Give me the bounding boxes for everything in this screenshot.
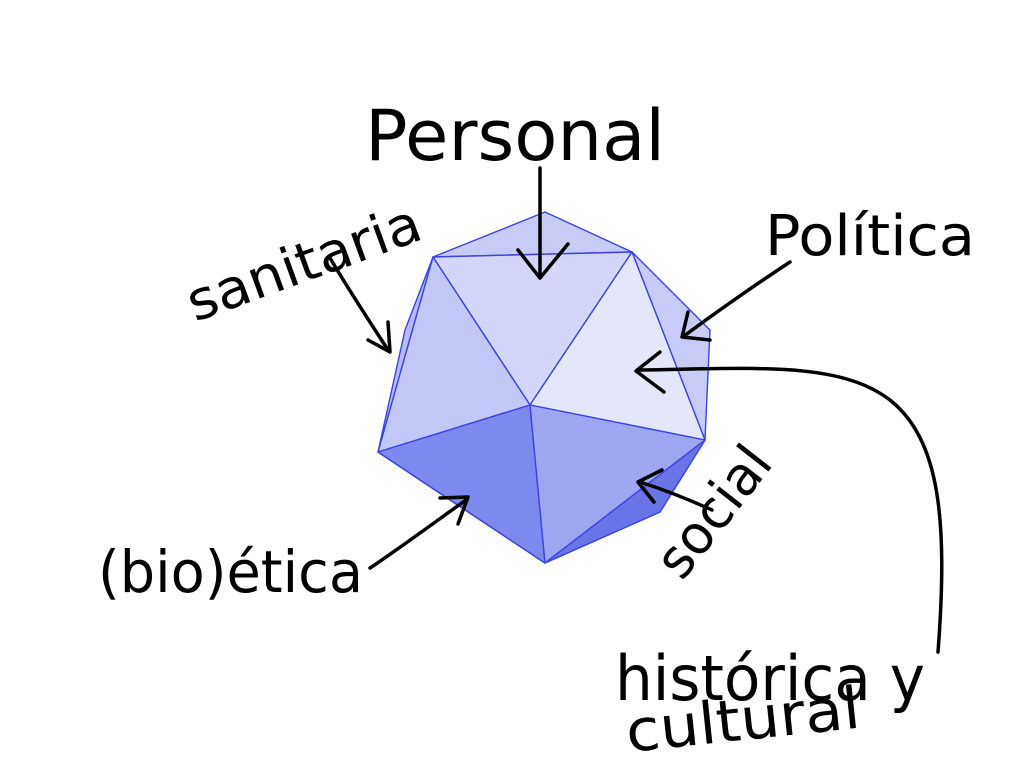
arrows bbox=[328, 166, 944, 654]
arrow-social bbox=[636, 468, 714, 512]
label-sanitaria: sanitaria bbox=[178, 191, 430, 334]
arrow-sanitaria bbox=[328, 256, 392, 354]
label-bioetica: (bio)ética bbox=[98, 538, 363, 606]
label-personal: Personal bbox=[365, 95, 665, 177]
face-top-cap bbox=[432, 211, 633, 258]
arrow-personal bbox=[516, 166, 570, 280]
arrow-historica bbox=[634, 350, 944, 654]
arrow-politica bbox=[680, 260, 792, 342]
icosahedron-shape bbox=[377, 211, 711, 564]
arrow-bioetica bbox=[368, 495, 470, 570]
label-politica: Política bbox=[765, 204, 975, 269]
label-historica: histórica y bbox=[615, 642, 925, 715]
face-bottom-right bbox=[544, 439, 706, 564]
